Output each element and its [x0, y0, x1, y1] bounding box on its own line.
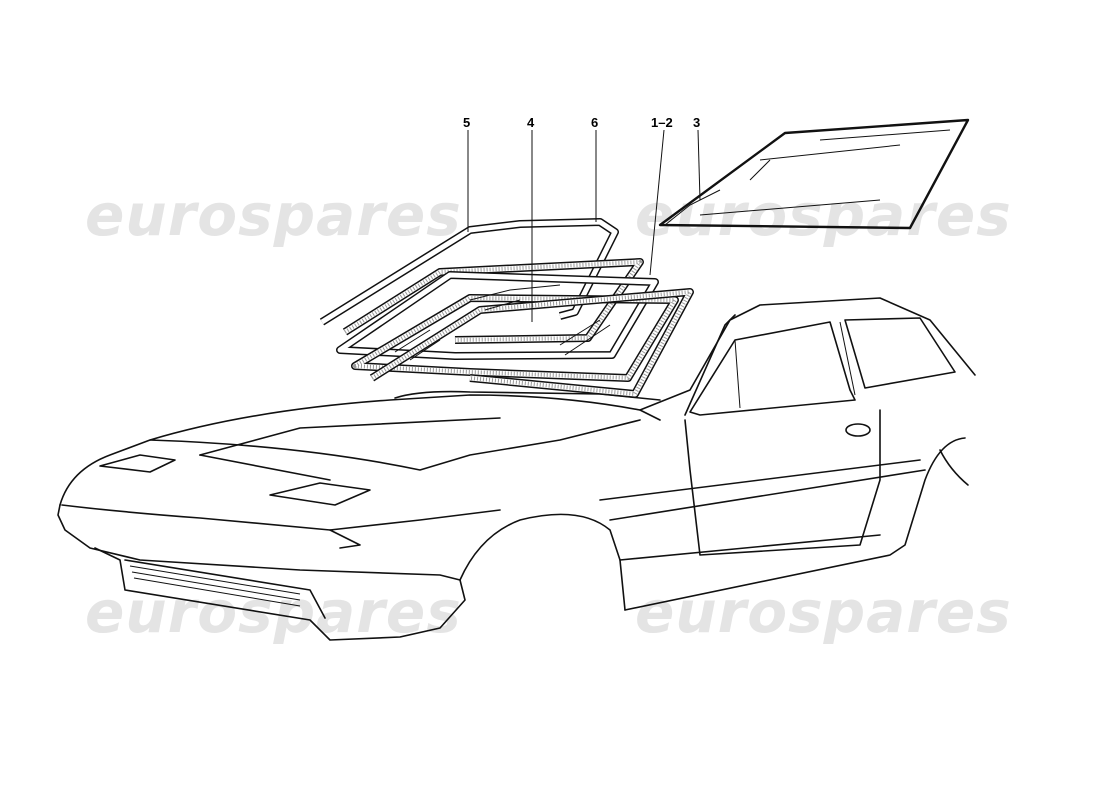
callout-labels: 5 4 6 1–2 3: [463, 115, 700, 130]
callout-3: 3: [693, 115, 700, 130]
gasket-inner: [342, 258, 644, 344]
glass-stack-detail: [394, 284, 611, 361]
watermarks: eurospares eurospares eurospares eurospa…: [85, 181, 1012, 646]
callout-leaders: [467, 129, 701, 322]
watermark-top-left: eurospares: [85, 181, 462, 249]
callout-6: 6: [591, 115, 598, 130]
watermark-top-right: eurospares: [635, 181, 1012, 249]
callout-5: 5: [463, 115, 470, 130]
moulding-outer: [319, 218, 619, 326]
windshield-glass: [658, 118, 970, 230]
callout-1-2: 1–2: [651, 115, 673, 130]
gasket-mid: [351, 294, 679, 382]
callout-4: 4: [527, 115, 535, 130]
car-body: [57, 297, 976, 641]
watermark-bottom-right: eurospares: [635, 578, 1012, 646]
gasket-glass-1-2: [336, 271, 659, 360]
gasket-lower: [369, 288, 694, 398]
